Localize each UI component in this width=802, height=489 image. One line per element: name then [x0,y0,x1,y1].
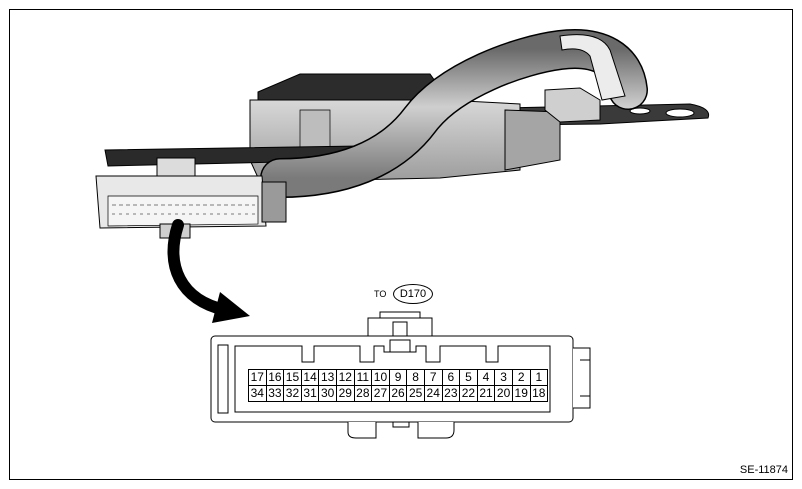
pin-cell: 26 [388,385,408,402]
connector-id-badge: D170 [393,284,433,304]
pin-cell: 23 [441,385,461,402]
diagram-frame [9,9,793,480]
pin-cell: 33 [265,385,285,402]
pin-cell: 15 [283,369,302,386]
pin-cell: 13 [318,369,337,386]
pin-cell: 14 [300,369,320,386]
pin-cell: 11 [353,369,373,386]
pin-cell: 18 [529,385,549,402]
pin-cell: 4 [476,369,496,386]
harness-connector [95,157,287,239]
pin-cell: 3 [494,369,513,386]
pin-cell: 24 [423,385,443,402]
pointer-arrow [167,219,250,323]
pin-cell: 25 [406,385,425,402]
pin-cell: 22 [459,385,478,402]
pin-cell: 19 [511,385,531,402]
pin-cell: 30 [318,385,337,402]
pin-cell: 8 [406,369,425,386]
pin-cell: 28 [353,385,373,402]
pin-cell: 34 [248,385,267,402]
figure-id: SE-11874 [739,464,788,476]
pin-cell: 29 [335,385,355,402]
pin-cell: 21 [476,385,496,402]
pin-cell: 9 [388,369,408,386]
pin-cell: 27 [371,385,390,402]
to-label: TO [374,289,387,299]
pin-cell: 17 [248,369,267,386]
pin-cell: 2 [511,369,531,386]
harness-cable [260,29,648,198]
pin-cell: 32 [283,385,302,402]
pin-cell: 10 [371,369,390,386]
pin-cell: 31 [300,385,320,402]
pin-cell: 1 [529,369,549,386]
pin-cell: 7 [423,369,443,386]
pin-cell: 20 [494,385,513,402]
pin-cell: 6 [441,369,461,386]
pin-cell: 12 [335,369,355,386]
pin-cell: 5 [459,369,478,386]
pin-cell: 16 [265,369,285,386]
